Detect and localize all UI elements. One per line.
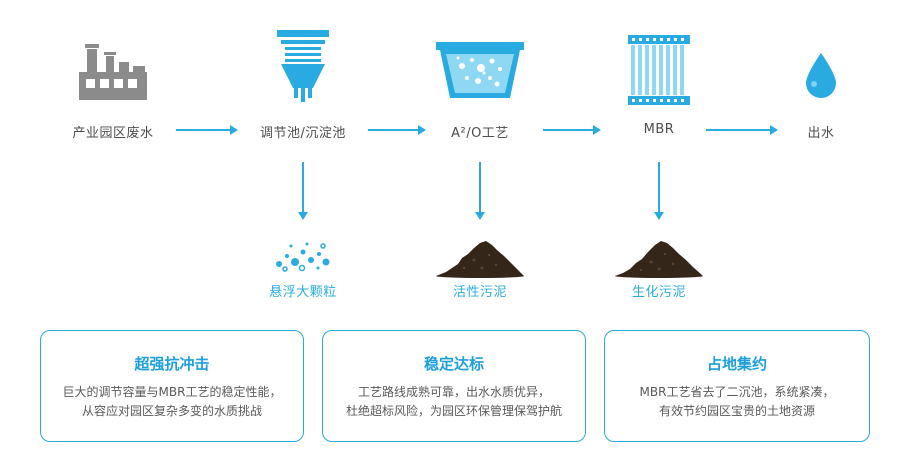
feature-title: 超强抗冲击 — [134, 355, 210, 373]
feature-title: 稳定达标 — [423, 355, 484, 373]
suspended-particles-icon — [271, 234, 335, 276]
feature-card-impact-resistance: 超强抗冲击 巨大的调节容量与MBR工艺的稳定性能， 从容应对园区复杂多变的水质挑… — [40, 330, 304, 442]
feature-description-line: 杜绝超标风险，为园区环保管理保驾护航 — [345, 404, 562, 418]
mbr-membrane-icon — [627, 34, 691, 106]
byproduct-label-suspended-particles: 悬浮大颗粒 — [269, 285, 337, 300]
feature-description: 工艺路线成熟可靠，出水水质优异， 杜绝超标风险，为园区环保管理保驾护航 — [323, 383, 585, 421]
flow-step-label-regulation-sedimentation-tank: 调节池/沉淀池 — [260, 126, 346, 141]
feature-card-stable-compliance: 稳定达标 工艺路线成熟可靠，出水水质优异， 杜绝超标风险，为园区环保管理保驾护航 — [322, 330, 586, 442]
sedimentation-tank-icon — [275, 30, 331, 106]
down-arrow-icon — [654, 162, 664, 220]
flow-step-label-mbr: MBR — [643, 122, 675, 137]
feature-description-line: 巨大的调节容量与MBR工艺的稳定性能， — [62, 385, 282, 399]
feature-description-line: 工艺路线成熟可靠，出水水质优异， — [357, 385, 550, 399]
byproduct-label-biochemical-sludge: 生化污泥 — [631, 285, 686, 300]
biochemical-sludge-icon — [613, 230, 705, 278]
right-arrow-icon — [368, 125, 426, 135]
right-arrow-icon — [543, 125, 601, 135]
aeration-tank-icon — [434, 40, 526, 102]
feature-description: 巨大的调节容量与MBR工艺的稳定性能， 从容应对园区复杂多变的水质挑战 — [41, 383, 303, 421]
right-arrow-icon — [706, 125, 778, 135]
factory-icon — [73, 42, 153, 104]
flow-step-label-a2o-process: A²/O工艺 — [451, 126, 509, 141]
feature-card-compact-footprint: 占地集约 MBR工艺省去了二沉池，系统紧凑， 有效节约园区宝贵的土地资源 — [604, 330, 870, 442]
water-drop-icon — [804, 52, 838, 98]
flow-step-label-industrial-wastewater: 产业园区废水 — [72, 126, 154, 141]
feature-description-line: MBR工艺省去了二沉池，系统紧凑， — [639, 385, 835, 399]
down-arrow-icon — [475, 162, 485, 220]
flow-step-label-effluent: 出水 — [807, 126, 835, 141]
byproduct-label-activated-sludge: 活性污泥 — [452, 285, 507, 300]
feature-description: MBR工艺省去了二沉池，系统紧凑， 有效节约园区宝贵的土地资源 — [605, 383, 869, 421]
feature-title: 占地集约 — [706, 355, 767, 373]
right-arrow-icon — [176, 125, 238, 135]
feature-description-line: 有效节约园区宝贵的土地资源 — [658, 404, 815, 418]
feature-description-line: 从容应对园区复杂多变的水质挑战 — [81, 404, 262, 418]
down-arrow-icon — [298, 162, 308, 220]
activated-sludge-icon — [434, 230, 526, 278]
